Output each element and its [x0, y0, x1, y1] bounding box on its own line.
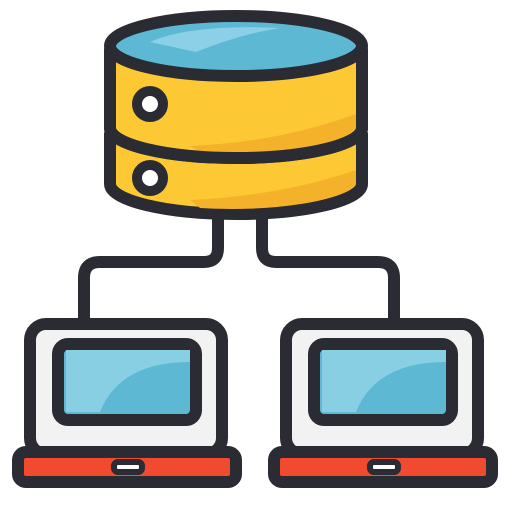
laptop-left-trackpad [111, 459, 145, 475]
cable-right [256, 212, 400, 330]
database-upper-shade [190, 114, 356, 153]
laptop-left-icon [12, 318, 242, 488]
laptop-right-screen-highlight [322, 350, 446, 412]
cable-left [78, 212, 224, 330]
database-icon [104, 10, 368, 220]
database-lower-shade [190, 170, 356, 209]
network-cables [78, 212, 400, 330]
database-top-highlight [150, 27, 280, 52]
database-divider-line [104, 127, 368, 164]
database-indicator-dot-bottom [132, 160, 168, 196]
database-indicator-dot-top [132, 86, 168, 122]
database-top [104, 10, 368, 82]
laptop-right-trackpad [367, 459, 401, 475]
laptop-left-screen-highlight [66, 350, 190, 412]
laptop-right-icon [268, 318, 498, 488]
